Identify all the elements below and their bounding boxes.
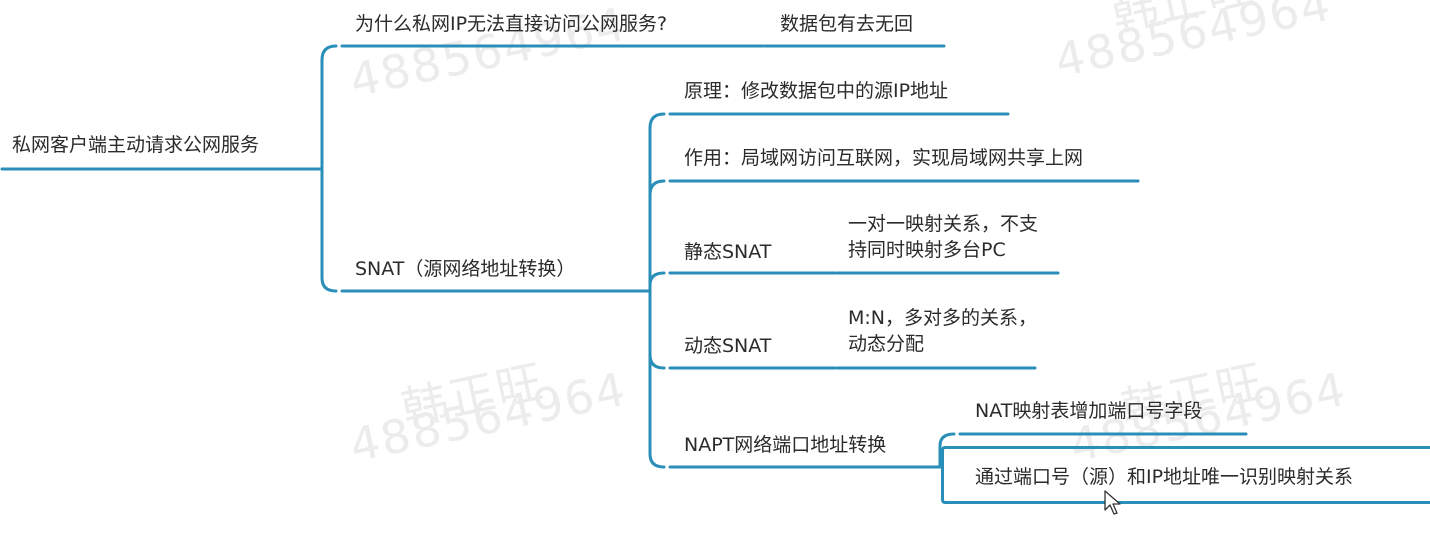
napt-detail-1-node[interactable]: NAT映射表增加端口号字段 xyxy=(975,400,1203,422)
principle-node[interactable]: 原理：修改数据包中的源IP地址 xyxy=(684,80,949,102)
purpose-node[interactable]: 作用：局域网访问互联网，实现局域网共享上网 xyxy=(684,147,1084,169)
static-snat-node[interactable]: 静态SNAT xyxy=(684,241,772,263)
why-answer-node[interactable]: 数据包有去无回 xyxy=(780,13,914,35)
napt-detail-2-node[interactable]: 通过端口号（源）和IP地址唯一识别映射关系 xyxy=(975,466,1354,488)
root-node[interactable]: 私网客户端主动请求公网服务 xyxy=(12,134,260,156)
static-snat-desc-node[interactable]: 一对一映射关系，不支持同时映射多台PC xyxy=(848,213,1039,261)
dynamic-snat-node[interactable]: 动态SNAT xyxy=(684,335,772,357)
napt-node[interactable]: NAPT网络端口地址转换 xyxy=(684,434,887,456)
selected-node-highlight xyxy=(941,446,1430,504)
dynamic-snat-desc-node[interactable]: M:N，多对多的关系，动态分配 xyxy=(848,307,1038,355)
why-question-node[interactable]: 为什么私网IP无法直接访问公网服务? xyxy=(355,13,668,35)
snat-node[interactable]: SNAT（源网络地址转换） xyxy=(355,258,576,280)
mouse-pointer-icon xyxy=(1104,490,1121,515)
